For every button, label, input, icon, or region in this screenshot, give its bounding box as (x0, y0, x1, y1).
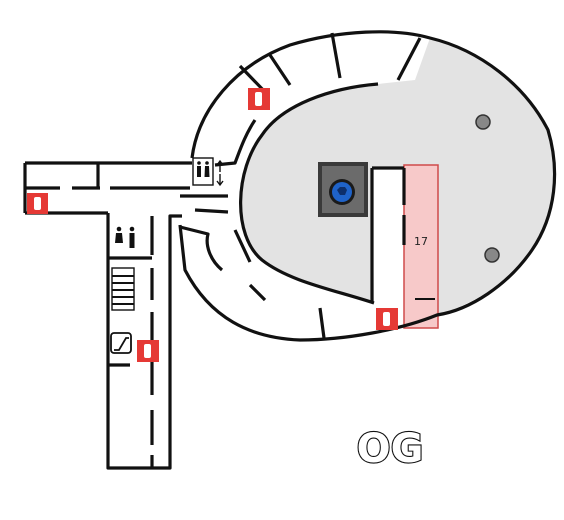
stairs-icon (111, 267, 135, 311)
courtyard-area (240, 38, 555, 315)
pillar-icon (475, 114, 491, 130)
fire-extinguisher-icon (248, 88, 270, 110)
elevator-icon (318, 162, 368, 217)
room-17[interactable] (403, 164, 439, 329)
fire-extinguisher-icon (376, 308, 398, 330)
ring-inner-wall (239, 82, 379, 305)
fire-extinguisher-icon (27, 193, 48, 214)
floor-label: OG (357, 426, 424, 472)
fire-extinguisher-icon (137, 340, 159, 362)
ring-outer-wall (178, 30, 557, 342)
restroom-elevator-icon (192, 157, 224, 187)
room-17-label: 17 (414, 235, 428, 248)
restroom-icon (115, 226, 135, 248)
west-corridor (23, 161, 192, 470)
pillar-icon (484, 247, 500, 263)
escalator-icon (110, 332, 132, 354)
